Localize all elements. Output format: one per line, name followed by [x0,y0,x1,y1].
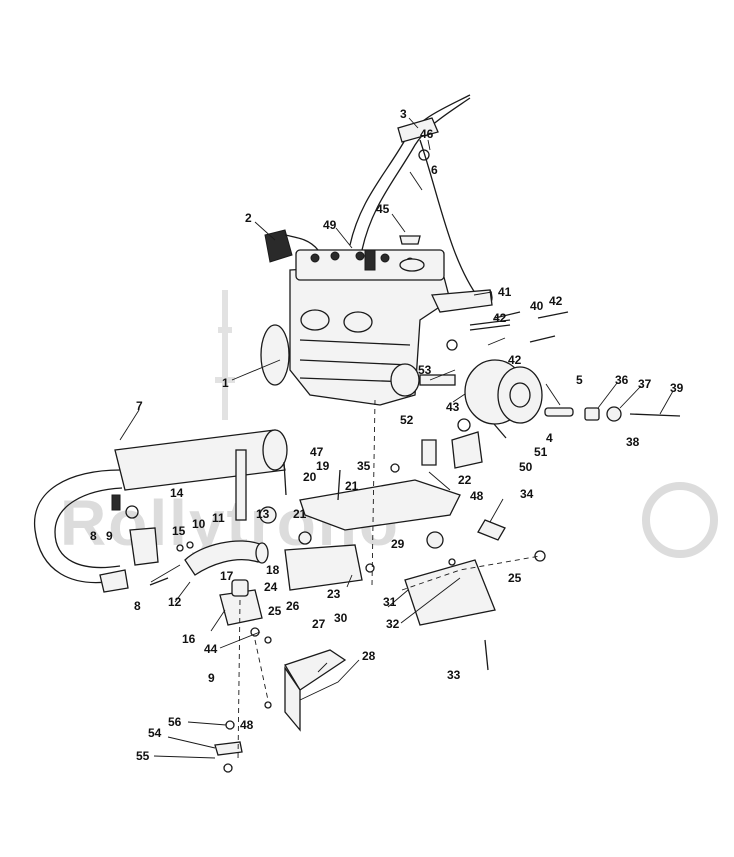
callout-15: 15 [172,524,186,538]
callout-40: 40 [530,299,544,313]
callout-8b: 8 [134,599,141,613]
callout-38: 38 [626,435,640,449]
callout-32: 32 [386,617,400,631]
callout-19: 19 [316,459,330,473]
callout-11: 11 [212,511,225,525]
watermark-tower [215,290,235,420]
callout-24: 24 [264,580,278,594]
callout-21a: 21 [345,479,359,493]
callout-6: 6 [431,163,438,177]
callout-36: 36 [615,373,629,387]
callout-35: 35 [357,459,371,473]
callout-48a: 48 [470,489,484,503]
callout-25b: 25 [508,571,522,585]
callout-8a: 8 [90,529,97,543]
callout-22: 22 [458,473,472,487]
callout-27: 27 [312,617,326,631]
callout-37: 37 [638,377,652,391]
callout-56: 56 [168,715,182,729]
drive-clutch [421,359,681,469]
exhaust-manifold [111,461,287,626]
leader-lines [119,117,674,759]
callout-54: 54 [148,726,162,740]
callout-labels: 1 2 3 4 5 6 7 8 8 9 9 10 11 12 13 14 15 … [90,107,684,763]
callout-53: 53 [418,363,432,377]
callout-49: 49 [323,218,337,232]
callout-14: 14 [170,486,184,500]
callout-31: 31 [383,595,397,609]
callout-26: 26 [286,599,300,613]
engine-block [260,249,493,406]
callout-52: 52 [400,413,414,427]
fuel-lines [399,235,569,351]
callout-9a: 9 [106,529,113,543]
callout-29: 29 [391,537,405,551]
callout-45: 45 [376,202,390,216]
centerlines [237,399,541,761]
callout-47: 47 [310,445,324,459]
ignition-coil [264,229,319,263]
callout-46: 46 [420,127,434,141]
callout-33: 33 [447,668,461,682]
callout-1: 1 [222,376,229,390]
callout-41: 41 [498,285,512,299]
callout-55: 55 [136,749,150,763]
callout-12: 12 [168,595,182,609]
callout-18: 18 [266,563,280,577]
callout-23: 23 [327,587,341,601]
callout-7: 7 [136,399,143,413]
callout-48b: 48 [240,718,254,732]
callout-3: 3 [400,107,407,121]
callout-5: 5 [576,373,583,387]
watermark-wheel [642,482,718,558]
callout-44: 44 [204,642,218,656]
lower-bracket [214,627,347,773]
callout-50: 50 [519,460,533,474]
callout-21b: 21 [293,507,307,521]
callout-16: 16 [182,632,196,646]
callout-42c: 42 [508,353,522,367]
callout-9b: 9 [208,671,215,685]
callout-42a: 42 [549,294,563,308]
callout-42b: 42 [493,311,507,325]
callout-28: 28 [362,649,376,663]
callout-10: 10 [192,517,206,531]
callout-17: 17 [220,569,234,583]
callout-20: 20 [303,470,317,484]
callout-39: 39 [670,381,684,395]
callout-43: 43 [446,400,460,414]
callout-51: 51 [534,445,548,459]
callout-13: 13 [256,507,270,521]
callout-25a: 25 [268,604,282,618]
engine-plate [284,463,546,671]
callout-4: 4 [546,431,553,445]
callout-2: 2 [245,211,252,225]
callout-34: 34 [520,487,534,501]
callout-30: 30 [334,611,348,625]
